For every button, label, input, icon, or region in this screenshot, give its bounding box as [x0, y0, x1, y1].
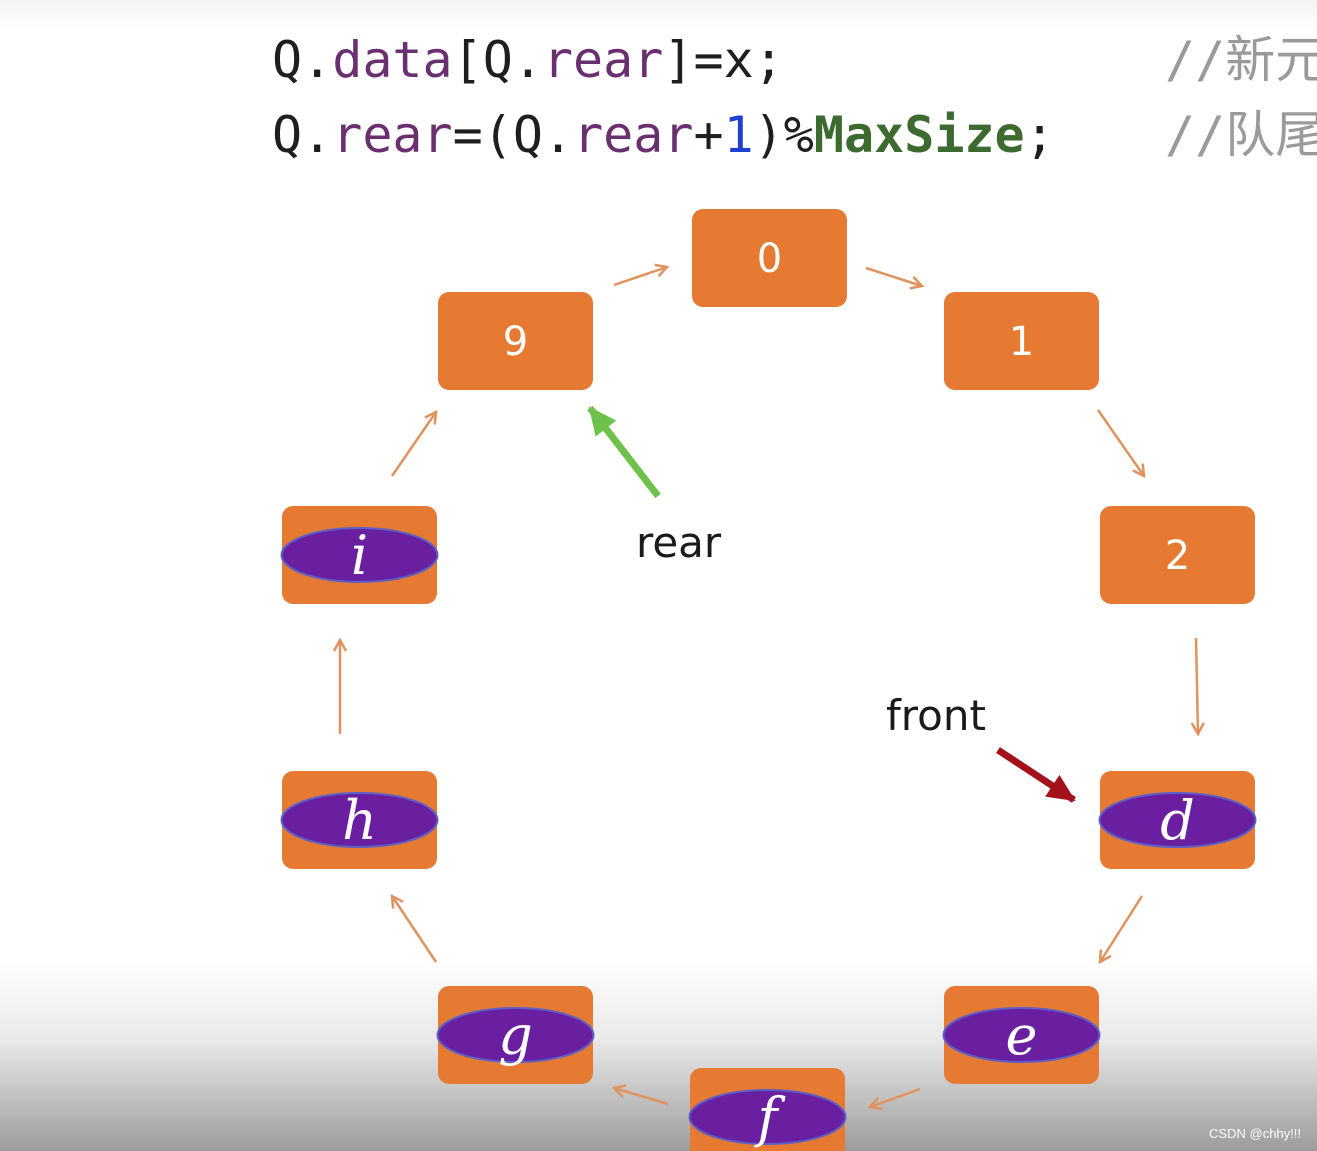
element-label: i: [351, 524, 368, 587]
flow-arrow: [392, 896, 438, 963]
slot-box: [1100, 506, 1255, 604]
flow-arrow: [870, 1087, 921, 1107]
element-ellipse: [1098, 792, 1257, 848]
slot-index-label: 2: [1165, 533, 1190, 579]
element-ellipse: [280, 792, 439, 848]
slot-box: [692, 209, 847, 307]
watermark: CSDN @chhy!!!: [1209, 1126, 1301, 1141]
code-token: =(Q.: [452, 106, 574, 164]
flow-arrow: [614, 1088, 669, 1106]
code-token: [Q.: [452, 31, 543, 89]
code-line-1: Q.data[Q.rear]=x;: [272, 30, 784, 90]
queue-slot: h: [280, 771, 439, 869]
queue-slot: g: [436, 986, 595, 1084]
slot-box: [944, 292, 1099, 390]
element-ellipse: [688, 1089, 847, 1145]
code-token: ]=x;: [663, 31, 784, 89]
element-label: d: [1160, 789, 1195, 852]
flow-arrows: [340, 267, 1198, 1107]
flow-arrow: [613, 267, 667, 287]
element-label: h: [342, 789, 377, 852]
front-label: front: [886, 691, 986, 740]
slot-index-label: 9: [503, 319, 528, 365]
queue-slots: 0 1 2 d e f g h i 9: [280, 209, 1257, 1151]
element-label: g: [498, 1004, 533, 1067]
flow-arrow: [1196, 637, 1198, 734]
flow-arrow: [865, 266, 922, 286]
queue-slot: 0: [692, 209, 847, 307]
queue-slot: d: [1098, 771, 1257, 869]
code-line-2: Q.rear=(Q.rear+1)%MaxSize;: [272, 105, 1055, 165]
flow-arrow: [1096, 409, 1144, 476]
flow-arrow: [390, 412, 436, 477]
code-comment-2: //队尾: [1165, 106, 1317, 164]
code-token: +: [693, 106, 724, 164]
code-token: )%: [753, 106, 814, 164]
code-token: MaxSize: [813, 106, 1025, 164]
slot-box: [438, 292, 593, 390]
queue-slot: 2: [1100, 506, 1255, 604]
element-ellipse: [436, 1007, 595, 1063]
queue-slot: e: [942, 986, 1101, 1084]
code-comment-1: //新元: [1165, 31, 1317, 89]
code-token: rear: [542, 31, 664, 89]
rear-pointer-arrow: [587, 405, 661, 499]
element-ellipse: [942, 1007, 1101, 1063]
rear-label: rear: [636, 518, 722, 567]
element-label: e: [1006, 1004, 1038, 1067]
code-token: data: [332, 31, 453, 89]
slot-index-label: 0: [757, 236, 782, 282]
code-token: Q.: [272, 31, 333, 89]
code-token: ;: [1024, 106, 1055, 164]
flow-arrow: [1100, 895, 1144, 962]
front-pointer-arrow: [996, 747, 1076, 803]
code-token: Q.: [272, 106, 333, 164]
queue-slot: i: [280, 506, 439, 604]
element-ellipse: [280, 527, 439, 583]
queue-slot: 1: [944, 292, 1099, 390]
code-token: 1: [723, 106, 754, 164]
code-token: rear: [332, 106, 453, 164]
pointer-arrows: rear front: [587, 405, 1076, 803]
queue-slot: 9: [438, 292, 593, 390]
queue-slot: f: [688, 1068, 847, 1151]
code-token: rear: [573, 106, 694, 164]
slot-index-label: 1: [1009, 319, 1034, 365]
